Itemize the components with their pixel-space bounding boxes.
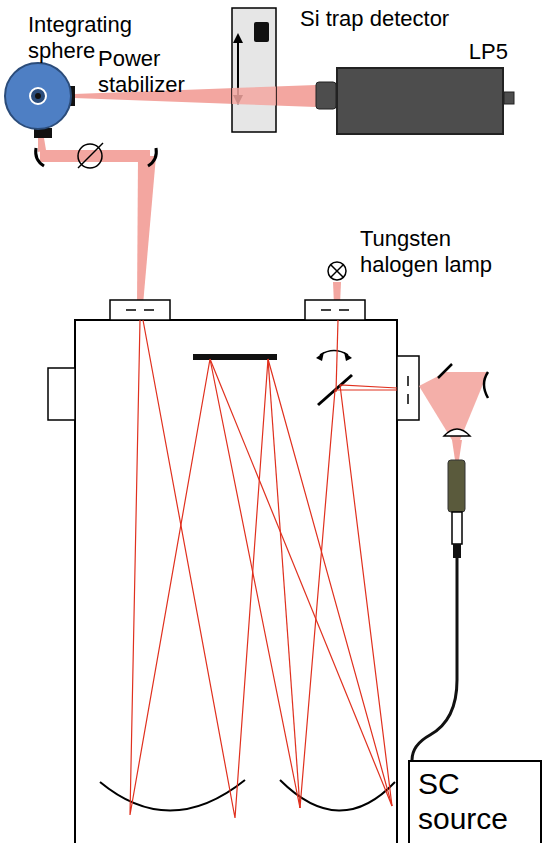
exit-slit	[110, 300, 170, 320]
source-box: SC source	[408, 760, 542, 843]
side-slit	[397, 356, 419, 420]
ray	[130, 320, 397, 818]
mirror	[148, 148, 156, 166]
slit	[321, 309, 331, 311]
arrowhead	[344, 352, 352, 361]
lamp-symbol	[328, 262, 346, 280]
concave-mirror	[484, 372, 488, 398]
light-beam	[137, 156, 156, 305]
collimator	[448, 460, 465, 512]
part-label: Si trap detector	[300, 6, 530, 32]
part-label: Power stabilizer	[98, 46, 218, 98]
arrowhead	[316, 352, 324, 361]
side-port	[48, 368, 75, 420]
light-beam	[232, 87, 276, 106]
rotation-arrow	[320, 351, 348, 356]
optical-fiber	[412, 558, 457, 760]
lens	[316, 82, 336, 109]
part-label: Tungsten halogen lamp	[360, 226, 510, 278]
detector-box: LP5	[336, 67, 504, 135]
slit	[126, 309, 136, 311]
lens	[444, 429, 470, 436]
light-beam	[452, 440, 462, 460]
fiber-connector	[453, 544, 461, 558]
light-beam	[38, 138, 46, 152]
power-stabilizer	[78, 144, 102, 168]
trap-detector	[254, 22, 269, 42]
arrowhead	[233, 33, 243, 43]
node-label: LP5	[469, 39, 508, 64]
slit	[339, 309, 349, 311]
grating	[193, 354, 277, 360]
mirror	[36, 148, 44, 166]
sphere-port	[35, 93, 41, 99]
power-stabilizer	[78, 143, 103, 168]
slit	[144, 309, 154, 311]
monochromator-housing	[75, 320, 397, 843]
mirror	[438, 364, 452, 378]
integrating-sphere	[5, 63, 71, 129]
translation-stage	[232, 8, 276, 132]
fiber-connector	[452, 512, 462, 544]
light-beam	[419, 372, 488, 440]
entrance-slit	[305, 300, 365, 320]
sphere-port	[30, 88, 46, 104]
node-label: SC source	[410, 762, 540, 840]
slit	[407, 376, 409, 386]
lamp-symbol	[331, 265, 343, 277]
lamp-symbol	[331, 265, 343, 277]
slit	[407, 394, 409, 404]
connector	[504, 92, 514, 104]
concave-mirror	[100, 780, 245, 811]
